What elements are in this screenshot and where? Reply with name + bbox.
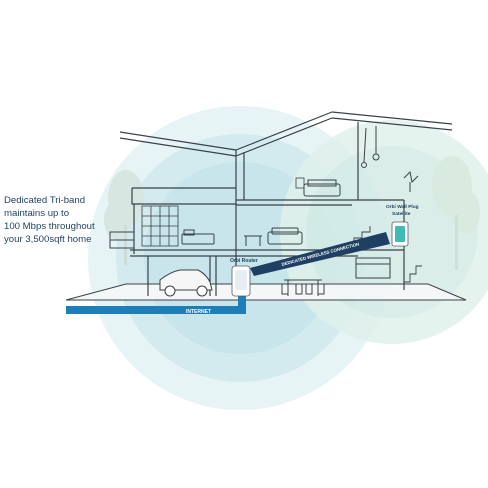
internet-label: INTERNET — [186, 309, 211, 315]
kitchen-counter — [355, 257, 391, 279]
windows-grid — [141, 205, 179, 247]
sofa — [267, 227, 303, 245]
wall-art — [295, 177, 305, 189]
tree-left — [104, 170, 144, 265]
tree-right — [432, 156, 480, 270]
upper-sofa — [303, 179, 341, 197]
car — [159, 269, 213, 297]
orbi-router-icon: Orbi Router — [230, 258, 258, 297]
orbi-satellite-icon: Orbi Wall Plug Satellite — [386, 204, 419, 247]
dining-table — [281, 279, 325, 296]
satellite-label-line1: Orbi Wall Plug — [386, 204, 419, 210]
internet-cable: INTERNET — [66, 296, 246, 315]
feature-caption: Dedicated Tri-band maintains up to 100 M… — [4, 194, 124, 246]
ground-slab — [65, 283, 467, 301]
desk — [244, 235, 262, 246]
bed — [181, 229, 215, 245]
balcony — [109, 231, 135, 249]
plant — [403, 170, 419, 192]
router-label: Orbi Router — [230, 258, 258, 264]
caption-line-3: 100 Mbps throughout — [4, 221, 95, 232]
satellite-label-line2: Satellite — [392, 211, 411, 217]
pendant-lamp — [361, 126, 380, 168]
caption-line-1: Dedicated Tri-band — [4, 195, 86, 206]
caption-line-4: your 3,500sqft home — [4, 234, 92, 245]
caption-line-2: maintains up to — [4, 208, 70, 219]
